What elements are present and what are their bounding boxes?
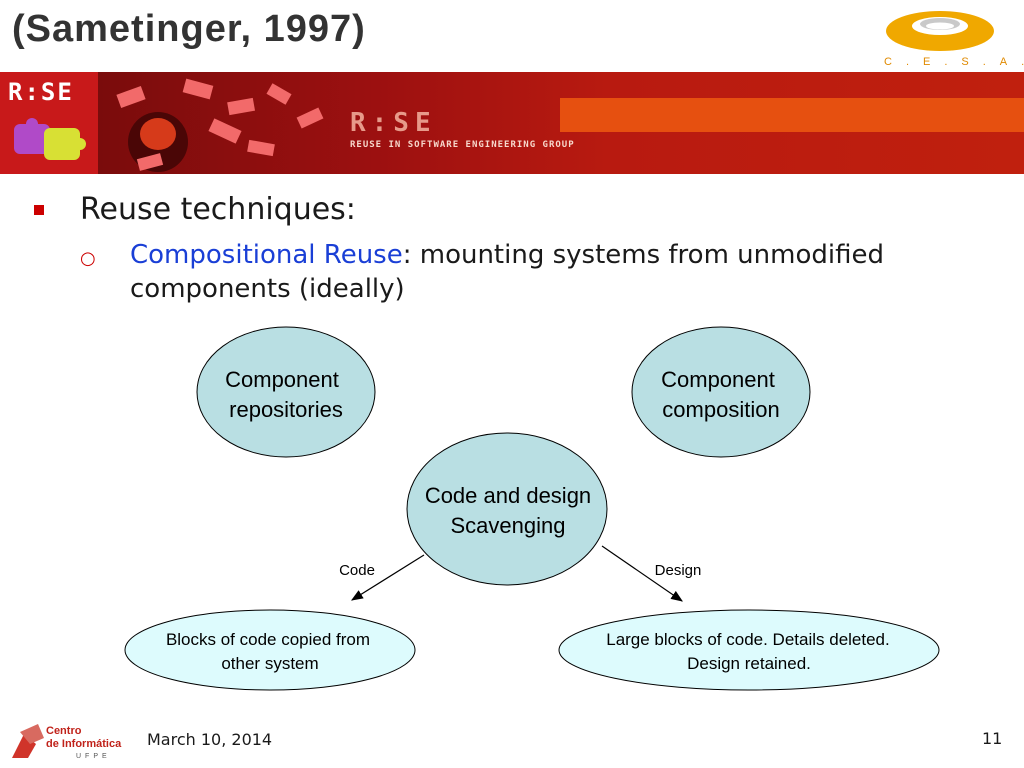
- rise-logo-text: R:SE: [8, 78, 74, 106]
- node-component-composition-label-1: Component: [661, 367, 775, 392]
- node-scavenging-label-1: Code and design: [425, 483, 591, 508]
- ci-logo-line2: de Informática: [46, 738, 122, 750]
- node-component-repositories-label-1: Component: [225, 367, 339, 392]
- arrow-code: [350, 554, 425, 601]
- node-component-repositories-label-2: repositories: [229, 397, 343, 422]
- centro-informatica-logo: Centro de Informática UFPE: [12, 724, 122, 760]
- node-component-composition-label-2: composition: [662, 397, 779, 422]
- slide-title: (Sametinger, 1997): [12, 8, 366, 50]
- banner-rise-text: R:SE: [350, 108, 437, 138]
- rise-logo-box: R:SE: [0, 72, 98, 174]
- footer-date: March 10, 2014: [147, 730, 273, 749]
- bullet-circle-icon: ○: [80, 248, 96, 269]
- cesar-wordmark: C.E.S.A.R: [884, 56, 1024, 68]
- banner-stripe: [560, 98, 1024, 132]
- leaf-blocks-copied-label-2: other system: [221, 654, 318, 673]
- bullet-square-icon: [34, 205, 44, 215]
- cesar-logo: [886, 11, 994, 51]
- node-component-repositories: [196, 326, 376, 458]
- node-code-design-scavenging: [406, 432, 608, 586]
- edge-label-design: Design: [655, 562, 702, 579]
- leaf-large-blocks: [558, 609, 940, 691]
- banner-tagline: REUSE IN SOFTWARE ENGINEERING GROUP: [350, 140, 575, 150]
- ci-logo-line3: UFPE: [76, 753, 111, 760]
- puzzle-icon: [14, 118, 86, 160]
- compositional-reuse-term: Compositional Reuse: [130, 240, 403, 270]
- arrow-design: [601, 545, 683, 602]
- leaf-blocks-copied: [124, 609, 416, 691]
- node-scavenging-label-2: Scavenging: [451, 513, 566, 538]
- edge-label-code: Code: [339, 562, 375, 579]
- bullet-reuse-techniques: Reuse techniques:: [80, 192, 356, 227]
- leaf-blocks-copied-label-1: Blocks of code copied from: [166, 630, 370, 649]
- rise-banner: R:SE R:SE REUSE IN SOFTWARE ENGINEERING …: [0, 72, 1024, 174]
- node-component-composition: [631, 326, 811, 458]
- page-number: 11: [982, 729, 1003, 748]
- leaf-large-blocks-label-2: Design retained.: [687, 654, 811, 673]
- puzzle-pieces-graphic: [116, 78, 324, 172]
- sub-bullet-compositional-reuse: Compositional Reuse: mounting systems fr…: [130, 238, 1010, 306]
- leaf-large-blocks-label-1: Large blocks of code. Details deleted.: [606, 630, 890, 649]
- ci-logo-line1: Centro: [46, 725, 82, 737]
- compositional-reuse-description: : mounting systems from unmodified compo…: [130, 240, 884, 304]
